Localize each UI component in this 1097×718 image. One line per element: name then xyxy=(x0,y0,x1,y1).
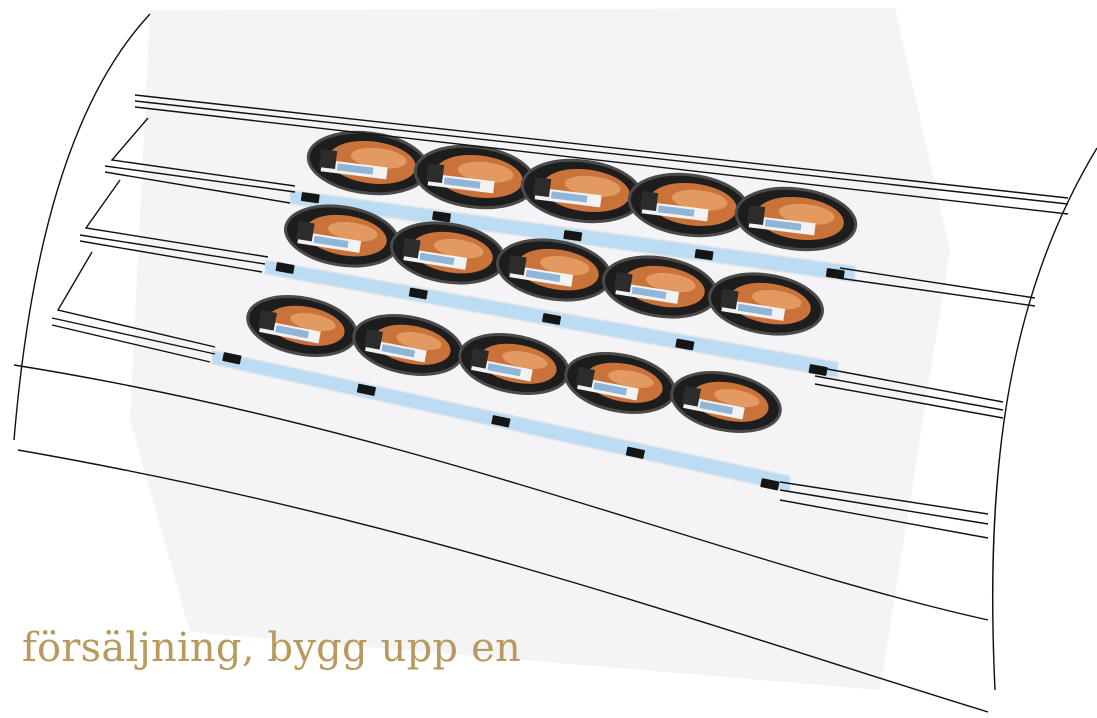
product-tray-bottom-3 xyxy=(458,333,570,395)
product-tray-middle-3 xyxy=(496,238,612,302)
cabinet-base-bottom xyxy=(17,449,989,713)
price-tag-middle-4 xyxy=(675,338,695,351)
product-tray-bottom-1 xyxy=(246,295,358,357)
shelf-3-back xyxy=(56,251,216,348)
product-tray-bottom-4 xyxy=(564,352,676,414)
price-tag-middle-5 xyxy=(808,364,828,376)
price-tag-middle-3 xyxy=(542,313,562,325)
display-cabinet-outline xyxy=(13,13,1097,713)
product-tray-bottom-5 xyxy=(670,371,782,433)
price-tag-top-5 xyxy=(825,268,845,280)
product-tray-top-5 xyxy=(734,186,858,252)
price-tag-top-4 xyxy=(694,249,714,261)
cabinet-base-top xyxy=(13,364,989,621)
product-tray-middle-5 xyxy=(708,272,824,336)
shelf-strips xyxy=(211,189,856,493)
products xyxy=(246,130,858,433)
product-tray-middle-4 xyxy=(602,255,718,319)
product-tray-top-3 xyxy=(520,158,644,224)
caption-text: försäljning, bygg upp en xyxy=(22,625,521,671)
price-tag-top-3 xyxy=(563,230,583,242)
price-tag-middle-2 xyxy=(408,287,428,300)
price-tag-bottom-1 xyxy=(222,352,242,365)
shelf-2-back xyxy=(84,179,269,258)
price-tag-bottom-5 xyxy=(760,478,780,491)
price-tag-top-1 xyxy=(300,192,320,204)
price-tag-top-2 xyxy=(432,211,451,223)
cabinet-top-rim xyxy=(134,94,1069,199)
product-tray-top-1 xyxy=(306,130,430,196)
product-tray-bottom-2 xyxy=(352,314,464,376)
product-tray-middle-1 xyxy=(284,204,400,268)
price-tag-middle-1 xyxy=(275,262,295,274)
price-tag-bottom-2 xyxy=(356,383,376,396)
shelf-1-back xyxy=(110,117,296,187)
cabinet-right-side xyxy=(991,147,1097,691)
cabinet-left-side xyxy=(13,13,151,441)
price-tag-bottom-3 xyxy=(491,415,511,428)
product-tray-top-4 xyxy=(627,172,751,238)
price-tag-bottom-4 xyxy=(625,446,645,459)
